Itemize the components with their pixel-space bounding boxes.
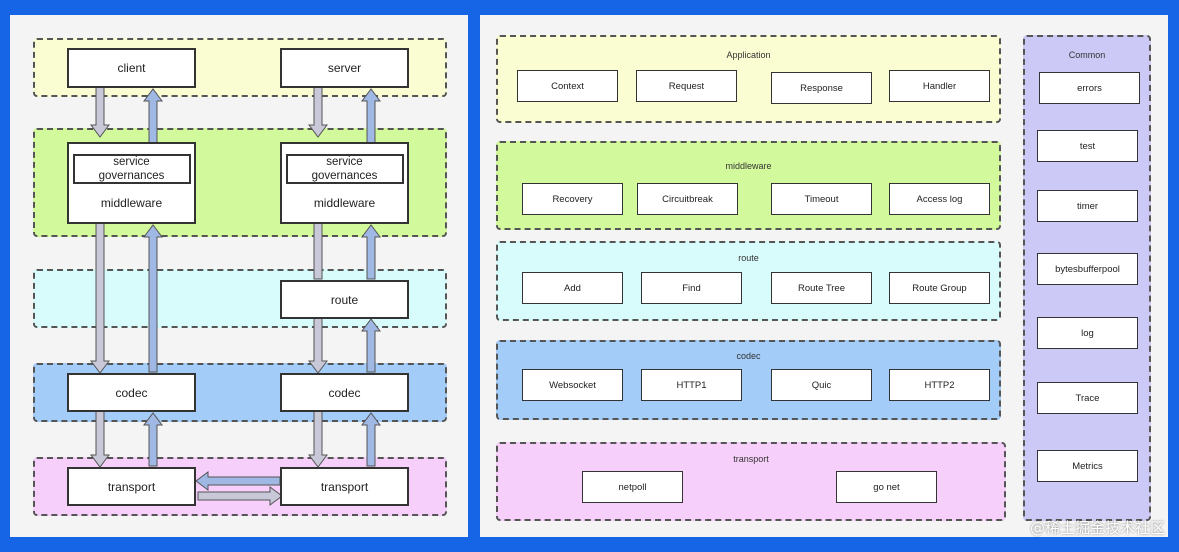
layer-title: transport (733, 454, 769, 464)
netpoll-box: netpoll (582, 471, 683, 503)
common-layer: Common errors test timer bytesbufferpool… (1023, 35, 1151, 521)
transport-box-right: transport (280, 467, 409, 506)
handler-box: Handler (889, 70, 990, 102)
response-box: Response (771, 72, 872, 104)
middleware-label: middleware (313, 196, 376, 210)
service-governances-box: service governances (72, 154, 191, 184)
timeout-box: Timeout (771, 183, 872, 215)
add-box: Add (522, 272, 623, 304)
client-box: client (67, 48, 196, 88)
log-box: log (1037, 317, 1138, 349)
http2-box: HTTP2 (889, 369, 990, 401)
middleware-label: middleware (100, 196, 163, 210)
service-governances-box: service governances (285, 154, 404, 184)
errors-box: errors (1039, 72, 1140, 104)
layer-title: middleware (725, 161, 772, 171)
middleware-box-left: service governances middleware (67, 142, 196, 224)
layer-title: route (738, 253, 759, 263)
route-layer: route Add Find Route Tree Route Group (496, 241, 1001, 321)
route-tree-box: Route Tree (771, 272, 872, 304)
application-layer: Application Context Request Response Han… (496, 35, 1001, 123)
websocket-box: Websocket (522, 369, 623, 401)
go-net-box: go net (836, 471, 937, 503)
codec-box-left: codec (67, 373, 196, 412)
context-box: Context (517, 70, 618, 102)
watermark-text: @稀土掘金技术社区 (1029, 519, 1165, 537)
layer-title: Application (726, 50, 771, 60)
route-group-box: Route Group (889, 272, 990, 304)
find-box: Find (641, 272, 742, 304)
trace-box: Trace (1037, 382, 1138, 414)
test-box: test (1037, 130, 1138, 162)
layer-title: codec (736, 351, 761, 361)
http1-box: HTTP1 (641, 369, 742, 401)
bytesbufferpool-box: bytesbufferpool (1037, 253, 1138, 285)
recovery-box: Recovery (522, 183, 623, 215)
access-log-box: Access log (889, 183, 990, 215)
timer-box: timer (1037, 190, 1138, 222)
right-panel: Application Context Request Response Han… (480, 15, 1168, 537)
layer-title: Common (1068, 50, 1106, 60)
transport-box-left: transport (67, 467, 196, 506)
metrics-box: Metrics (1037, 450, 1138, 482)
codec-layer: codec Websocket HTTP1 Quic HTTP2 (496, 340, 1001, 420)
middleware-layer: middleware Recovery Circuitbreak Timeout… (496, 141, 1001, 230)
circuitbreak-box: Circuitbreak (637, 183, 738, 215)
request-box: Request (636, 70, 737, 102)
route-box: route (280, 280, 409, 319)
server-box: server (280, 48, 409, 88)
quic-box: Quic (771, 369, 872, 401)
codec-box-right: codec (280, 373, 409, 412)
transport-layer: transport netpoll go net (496, 442, 1006, 521)
middleware-box-right: service governances middleware (280, 142, 409, 224)
left-panel: client server service governances middle… (10, 15, 468, 537)
